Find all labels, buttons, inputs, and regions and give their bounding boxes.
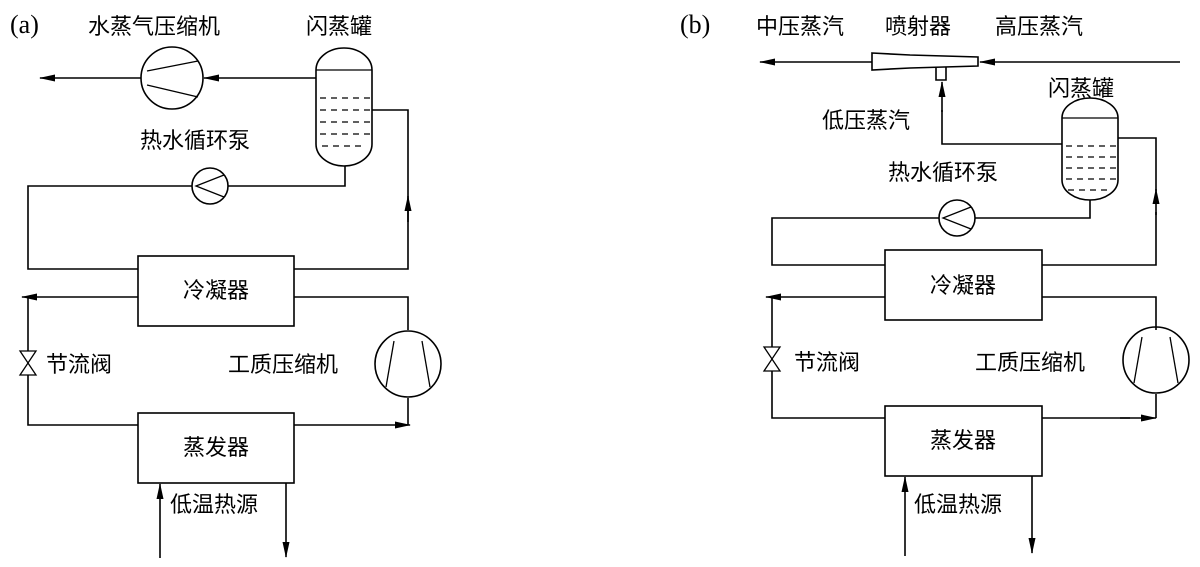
pump-to-condenser-pipe-a	[27, 185, 192, 270]
pump-symbol-b	[938, 199, 976, 237]
compressor-to-condenser-pipe-a	[294, 296, 409, 330]
condenser-box-a	[137, 255, 295, 327]
condenser-label-b: 冷凝器	[930, 274, 996, 299]
heat-source-label-b: 低温热源	[914, 493, 1002, 518]
flash-tank-label-b: 闪蒸罐	[1048, 77, 1114, 102]
throttle-valve-label-b: 节流阀	[794, 351, 860, 376]
hot-water-pump-label-b: 热水循环泵	[888, 161, 998, 186]
ejector-label: 喷射器	[885, 15, 951, 40]
compressor-to-condenser-pipe-b	[1042, 296, 1157, 330]
evaporator-box-a	[137, 412, 295, 484]
pump-to-condenser-pipe-b	[771, 217, 939, 266]
flash-tank-label-a: 闪蒸罐	[306, 15, 372, 40]
tank-return-pipe-a	[372, 109, 409, 198]
medium-pressure-steam-label: 中压蒸汽	[756, 15, 844, 40]
evaporator-label-a: 蒸发器	[183, 436, 249, 461]
condenser-to-tank-pipe-b	[1042, 212, 1157, 266]
condenser-to-tank-pipe-a	[294, 198, 409, 270]
throttle-valve-label-a: 节流阀	[46, 353, 112, 378]
throttle-valve-symbol-a	[18, 350, 38, 376]
tank-to-pump-pipe-b	[975, 200, 1091, 219]
high-pressure-steam-label: 高压蒸汽	[995, 15, 1083, 40]
flash-tank-symbol-b	[1061, 97, 1119, 201]
evaporator-box-b	[884, 405, 1043, 477]
panel-a-tag: (a)	[10, 10, 39, 39]
evaporator-label-b: 蒸发器	[930, 429, 996, 454]
valve-to-evaporator-pipe-b	[771, 371, 885, 419]
condenser-box-b	[884, 249, 1043, 321]
working-fluid-compressor-label-b: 工质压缩机	[975, 351, 1085, 376]
hot-water-pump-label-a: 热水循环泵	[140, 129, 250, 154]
tank-to-pump-pipe-a	[228, 166, 346, 187]
low-pressure-steam-label: 低压蒸汽	[822, 109, 910, 134]
heat-source-label-a: 低温热源	[170, 493, 258, 518]
tank-return-pipe-b	[1118, 137, 1157, 191]
panel-a: (a) 水蒸气压缩机 闪蒸罐 热水循环泵 节流阀 工质压缩机 低温热源	[10, 10, 442, 558]
vapor-compressor-label: 水蒸气压缩机	[88, 15, 220, 40]
low-steam-pipe	[941, 110, 1062, 145]
working-fluid-compressor-symbol-b	[1122, 326, 1190, 394]
panel-b: (b) 中压蒸汽 喷射器 高压蒸汽 闪蒸罐 低压蒸汽 热水循环泵 节流阀 工质压…	[680, 10, 1190, 556]
throttle-valve-symbol-b	[762, 346, 782, 372]
valve-to-evaporator-pipe-a	[27, 375, 138, 426]
panel-b-tag: (b)	[680, 10, 710, 39]
flash-tank-symbol-a	[315, 47, 373, 167]
working-fluid-compressor-label-a: 工质压缩机	[228, 353, 338, 378]
working-fluid-compressor-symbol-a	[374, 330, 442, 398]
vapor-compressor-symbol	[140, 46, 204, 110]
condenser-label-a: 冷凝器	[183, 279, 249, 304]
pump-symbol-a	[191, 167, 229, 205]
ejector-symbol	[871, 52, 979, 81]
